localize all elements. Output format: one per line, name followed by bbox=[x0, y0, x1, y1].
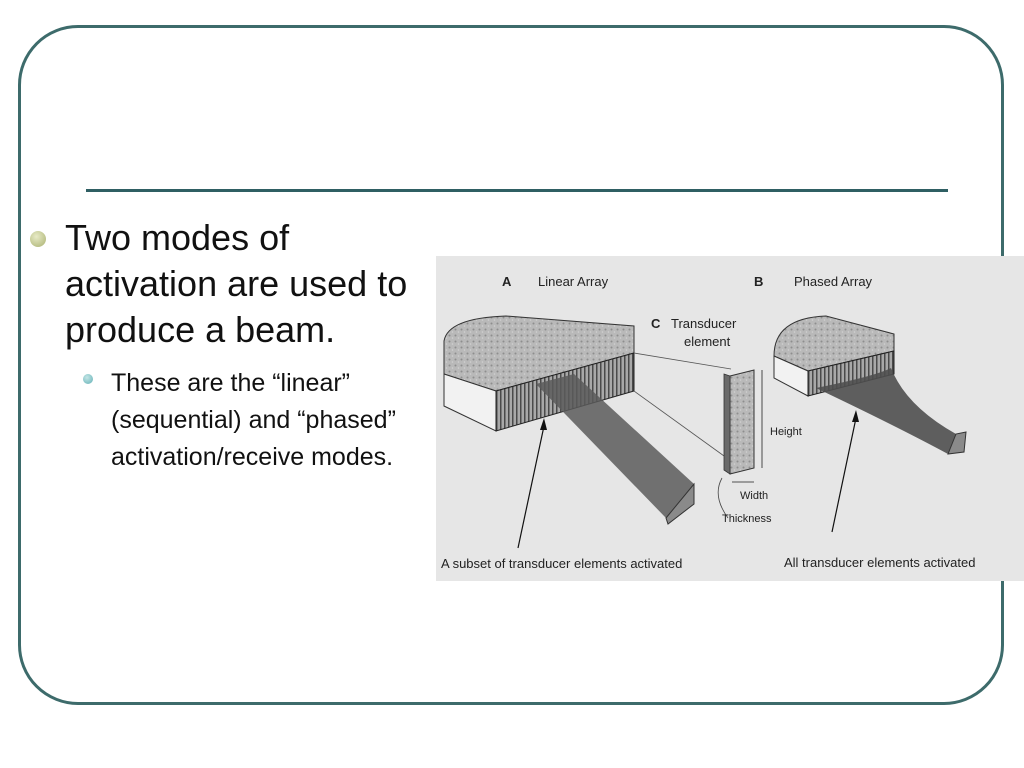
caption-a: A subset of transducer elements activate… bbox=[441, 556, 682, 571]
phased-array-drawing bbox=[773, 315, 967, 533]
sub-bullet-dot-icon bbox=[83, 374, 93, 384]
sub-bullet-text: These are the “linear” (sequential) and … bbox=[111, 369, 396, 471]
panel-c-title-line1: Transducer bbox=[671, 316, 737, 331]
transducer-element-drawing bbox=[717, 369, 763, 519]
panel-a-title: Linear Array bbox=[538, 274, 609, 289]
bullet-item: Two modes of activation are used to prod… bbox=[30, 215, 430, 353]
bullet-text: Two modes of activation are used to prod… bbox=[65, 217, 408, 350]
array-diagram-image: A Linear Array B Phased Array C Transduc… bbox=[436, 256, 1024, 581]
linear-array-drawing bbox=[443, 315, 732, 549]
caption-b: All transducer elements activated bbox=[784, 555, 975, 570]
bullet-dot-icon bbox=[30, 231, 46, 247]
sub-bullet-item: These are the “linear” (sequential) and … bbox=[83, 365, 430, 476]
thickness-label: Thickness bbox=[722, 513, 772, 525]
width-label: Width bbox=[740, 490, 768, 502]
panel-a-letter: A bbox=[502, 274, 512, 289]
array-diagram-svg: A Linear Array B Phased Array C Transduc… bbox=[441, 274, 975, 571]
panel-b-title: Phased Array bbox=[794, 274, 873, 289]
bullet-list: Two modes of activation are used to prod… bbox=[30, 215, 430, 476]
panel-c-title-line2: element bbox=[684, 334, 731, 349]
panel-c-letter: C bbox=[651, 316, 661, 331]
height-label: Height bbox=[770, 426, 802, 438]
panel-b-letter: B bbox=[754, 274, 763, 289]
title-divider bbox=[86, 189, 948, 192]
